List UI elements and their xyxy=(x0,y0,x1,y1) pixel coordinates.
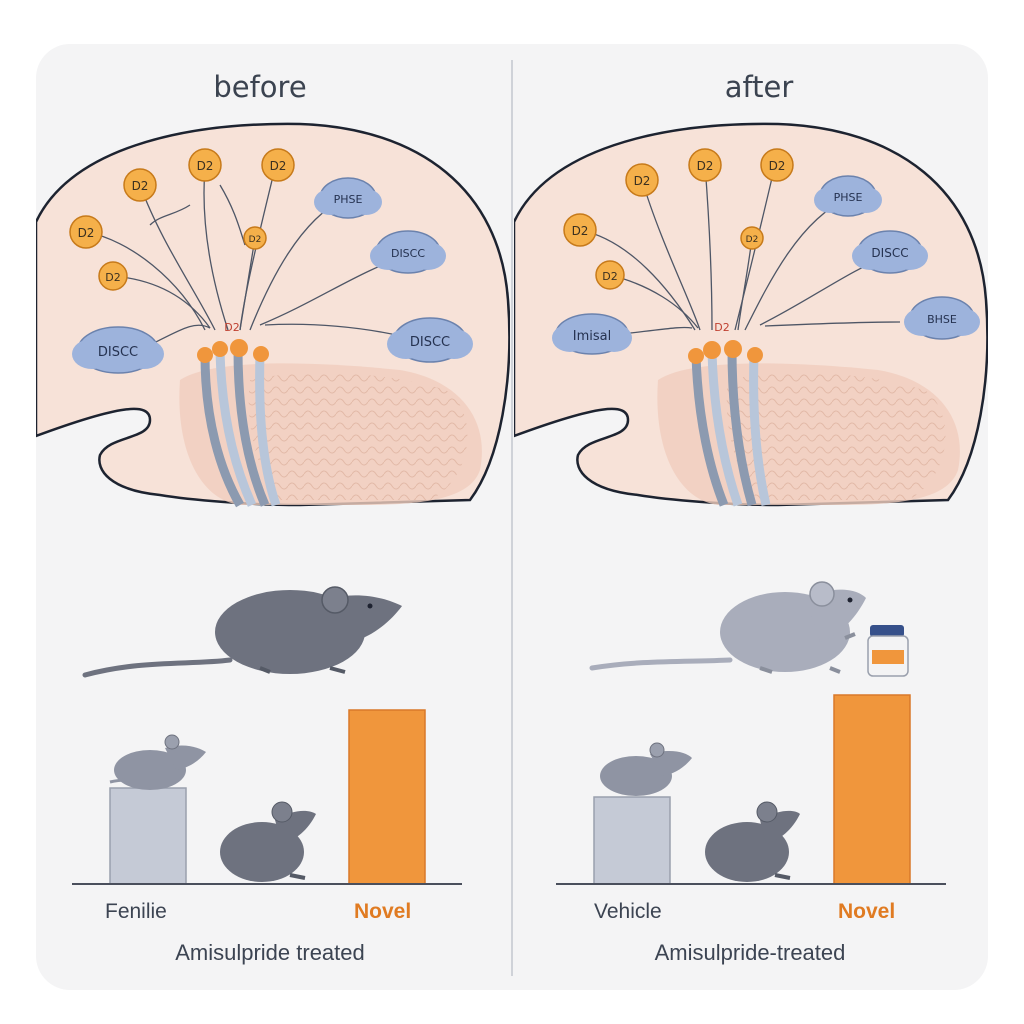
svg-text:PHSE: PHSE xyxy=(334,193,363,206)
rat-icon xyxy=(109,734,206,790)
after-brain-section: D2 xyxy=(514,122,988,507)
svg-text:D2: D2 xyxy=(197,159,214,173)
d2-receptor-icon: D2 xyxy=(760,148,794,182)
novel-bar-label: Novel xyxy=(838,900,896,923)
svg-text:D2: D2 xyxy=(634,174,651,188)
synapse-terminals xyxy=(197,339,269,363)
striatum-texture xyxy=(248,373,468,500)
svg-text:D2: D2 xyxy=(769,159,786,173)
cloud-icon: Imisal xyxy=(552,313,632,355)
synapse-terminals xyxy=(688,340,763,364)
after-clouds: PHSE DISCC BHSE Imisal xyxy=(552,175,980,355)
after-receptors: D2 D2 D2 D2 D2 D2 xyxy=(563,148,794,290)
svg-text:D2: D2 xyxy=(105,271,120,284)
cloud-icon: DISCC xyxy=(72,326,164,374)
rat-icon xyxy=(600,742,692,796)
striatum-texture xyxy=(726,373,946,500)
svg-text:Imisal: Imisal xyxy=(573,329,611,344)
before-brain-section: D2 xyxy=(36,122,510,508)
cloud-icon: PHSE xyxy=(314,177,382,219)
cloud-icon: DISCC xyxy=(370,230,446,274)
cloud-icon: PHSE xyxy=(814,175,882,217)
d2-receptor-icon: D2 xyxy=(243,226,267,250)
novel-bar xyxy=(833,694,911,885)
d2-receptor-icon: D2 xyxy=(98,261,128,291)
d2-receptor-icon: D2 xyxy=(595,260,625,290)
before-bar-chart xyxy=(72,709,462,885)
svg-text:D2: D2 xyxy=(132,179,149,193)
before-clouds: PHSE DISCC DISCC DISCC xyxy=(72,177,473,374)
medication-vial-icon xyxy=(867,625,909,677)
svg-text:DISCC: DISCC xyxy=(410,335,450,350)
vehicle-bar-label: Vehicle xyxy=(594,900,662,923)
rat-icon xyxy=(220,801,316,882)
before-caption: Amisulpride treated xyxy=(175,940,365,965)
rat-icon xyxy=(705,801,800,882)
svg-text:DISCC: DISCC xyxy=(98,345,138,360)
before-title: before xyxy=(213,70,307,104)
svg-text:DISCC: DISCC xyxy=(871,246,908,260)
synapse-label: D2 xyxy=(224,321,239,334)
d2-receptor-icon: D2 xyxy=(688,148,722,182)
svg-text:PHSE: PHSE xyxy=(834,191,863,204)
cloud-icon: DISCC xyxy=(852,230,928,274)
after-bar-chart xyxy=(556,694,946,885)
after-title: after xyxy=(724,70,794,104)
svg-text:D2: D2 xyxy=(697,159,714,173)
rat-icon xyxy=(82,586,402,678)
familiar-bar-label: Fenilie xyxy=(105,900,167,923)
rat-icon xyxy=(589,581,866,674)
novel-bar xyxy=(348,709,426,885)
familiar-bar xyxy=(593,796,671,885)
d2-receptor-icon: D2 xyxy=(261,148,295,182)
svg-text:D2: D2 xyxy=(270,159,287,173)
svg-text:D2: D2 xyxy=(572,224,589,238)
novel-bar-label: Novel xyxy=(354,900,412,923)
svg-text:D2: D2 xyxy=(602,270,617,283)
cloud-icon: BHSE xyxy=(904,296,980,340)
familiar-bar xyxy=(109,787,187,885)
d2-receptor-icon: D2 xyxy=(563,213,597,247)
svg-text:BHSE: BHSE xyxy=(927,313,957,326)
panel-divider xyxy=(511,60,513,976)
before-receptors: D2 D2 D2 D2 D2 D2 xyxy=(69,148,295,291)
svg-text:D2: D2 xyxy=(746,235,759,245)
svg-text:DISCC: DISCC xyxy=(391,247,425,260)
d2-receptor-icon: D2 xyxy=(123,168,157,202)
signal-tract xyxy=(691,349,771,507)
svg-text:D2: D2 xyxy=(249,235,262,245)
d2-receptor-icon: D2 xyxy=(625,163,659,197)
cloud-icon: DISCC xyxy=(387,317,473,363)
d2-receptor-icon: D2 xyxy=(188,148,222,182)
svg-text:D2: D2 xyxy=(78,226,95,240)
synapse-label: D2 xyxy=(714,321,729,334)
d2-receptor-icon: D2 xyxy=(740,226,764,250)
signal-tract xyxy=(200,349,281,508)
after-caption: Amisulpride-treated xyxy=(654,940,846,965)
d2-receptor-icon: D2 xyxy=(69,215,103,249)
